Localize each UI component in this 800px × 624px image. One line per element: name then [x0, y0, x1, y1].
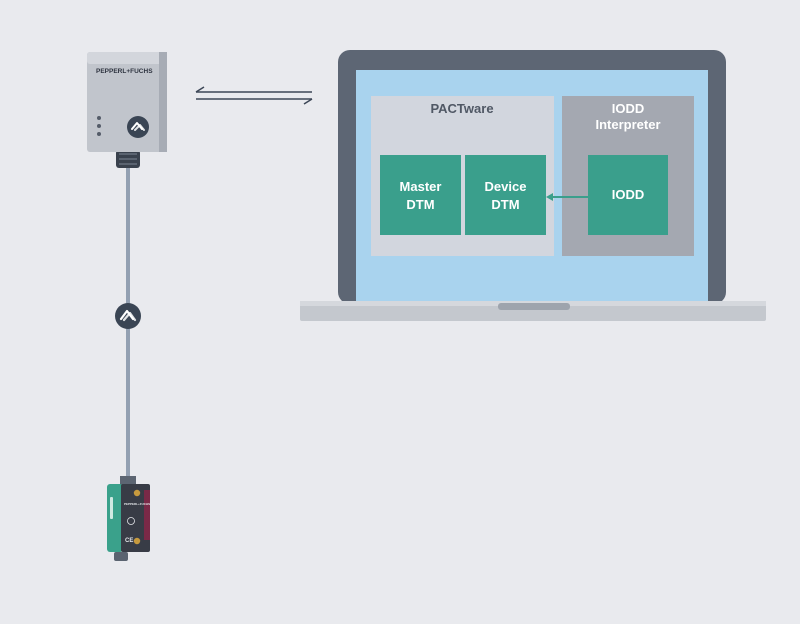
- pactware-panel: PACTware Master DTM Device DTM: [371, 96, 554, 256]
- sensor-screw-top: [133, 489, 141, 497]
- sensor-screw-bottom: [133, 537, 141, 545]
- sensor-plug: [114, 552, 128, 561]
- device-dtm-label-line2: DTM: [491, 197, 519, 212]
- iodd-label: IODD: [612, 187, 645, 202]
- interpreter-title-line1: IODD: [612, 101, 645, 116]
- master-led-2: [97, 124, 101, 128]
- io-link-icon: [127, 116, 149, 138]
- sensor-body-left: [107, 484, 123, 552]
- io-link-cable-icon: [115, 303, 141, 329]
- laptop-trackpad-notch: [498, 303, 570, 310]
- device-dtm-module: Device DTM: [465, 155, 546, 235]
- sensor-brand-label: PEPPERL+FUCHS: [124, 502, 150, 506]
- master-led-1: [97, 116, 101, 120]
- iolink-master-device: PEPPERL+FUCHS: [87, 52, 167, 484]
- sensor-ce-mark: CE: [125, 538, 133, 544]
- pactware-title: PACTware: [430, 101, 493, 116]
- iolink-sensor-device: PEPPERL+FUCHS CE: [107, 476, 150, 561]
- interpreter-title-line2: Interpreter: [595, 117, 660, 132]
- master-dtm-module: Master DTM: [380, 155, 461, 235]
- master-housing: [87, 52, 167, 152]
- sensor-body-right: [121, 484, 150, 552]
- sensor-ul-mark: [127, 517, 135, 525]
- sensor-lens: [144, 490, 150, 540]
- bidirectional-arrows-icon: [195, 86, 313, 105]
- master-led-3: [97, 132, 101, 136]
- master-brand-label: PEPPERL+FUCHS: [96, 68, 153, 75]
- laptop: PACTware Master DTM Device DTM IODD Inte…: [300, 50, 766, 321]
- master-dtm-label-line2: DTM: [406, 197, 434, 212]
- sensor-cable-connector: [120, 476, 136, 486]
- iodd-interpreter-panel: IODD Interpreter IODD: [562, 96, 694, 256]
- device-dtm-label-line1: Device: [485, 179, 527, 194]
- iodd-to-device-arrow: [546, 193, 588, 201]
- master-dtm-label-line1: Master: [400, 179, 442, 194]
- iodd-module: IODD: [588, 155, 668, 235]
